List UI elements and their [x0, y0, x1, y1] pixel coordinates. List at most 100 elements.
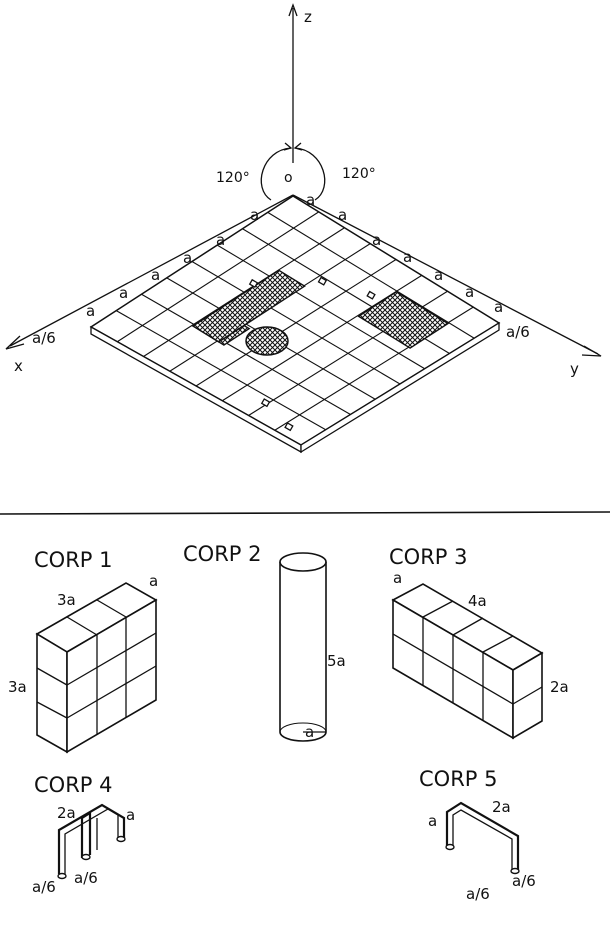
placed-bodies-footprints	[191, 269, 450, 349]
body-1-height-label: 3a	[8, 678, 27, 696]
y-edge-unit-label: a	[465, 283, 474, 301]
x-edge-unit-label: a	[250, 206, 259, 224]
y-corner-offset-label: a/6	[506, 323, 530, 341]
angle-left-label: 120°	[216, 170, 250, 186]
staple-inner-edge	[64, 808, 119, 877]
y-axis-arrow-icon	[581, 345, 602, 357]
right-angle-arc	[294, 147, 326, 201]
body-3-title: CORP 3	[389, 545, 467, 569]
staple-front-rail	[57, 803, 126, 874]
origin-label: o	[284, 170, 293, 186]
body-3-grid-line	[452, 617, 484, 636]
body-5-thickness-label-2: a/6	[512, 872, 536, 890]
staple-5-rail	[445, 801, 520, 870]
body-2-height-label: 5a	[327, 652, 346, 670]
body-1-grid-line	[36, 701, 68, 719]
body-1-width-label: 3a	[57, 591, 76, 609]
cylinder-footprint	[245, 326, 289, 356]
x-axis-arrow-icon	[5, 335, 25, 350]
staple-5-inner-edge	[452, 809, 513, 872]
x-edge-unit-label: a	[183, 249, 192, 267]
cylinder-bottom-back	[279, 722, 327, 733]
cylinder-top	[279, 552, 327, 572]
staple-foot	[81, 853, 91, 861]
staple-foot	[57, 872, 67, 880]
right-angle-arrow-icon	[293, 142, 303, 151]
y-edge-unit-label: a	[372, 231, 381, 249]
body-2: CORP 2 5a a	[183, 542, 346, 742]
body-5-title: CORP 5	[419, 767, 497, 791]
body-1-grid-line	[96, 599, 127, 618]
body-5-thickness-label: a/6	[466, 885, 490, 903]
staple-5-foot	[510, 867, 520, 875]
staple-5-foot	[445, 843, 455, 851]
body-3-depth-label: a	[393, 569, 402, 587]
body-1-grid-line	[66, 665, 157, 719]
body-4-title: CORP 4	[34, 773, 112, 797]
x-corner-offset-label: a/6	[32, 329, 56, 347]
cylinder-body	[279, 562, 327, 742]
body-1: CORP 1 3a a 3a	[8, 548, 158, 754]
y-axis-line	[292, 194, 599, 355]
x-edge-unit-label: a	[151, 266, 160, 284]
angle-marks: o 120° 120°	[216, 142, 376, 201]
angle-right-label: 120°	[342, 166, 376, 182]
staple-foot	[116, 835, 126, 843]
body-1-grid-line	[36, 667, 68, 686]
body-3-width-label: 4a	[468, 592, 487, 610]
y-edge-unit-label: a	[403, 248, 412, 266]
left-angle-arrow-icon	[283, 142, 293, 151]
body-5-leg-label: a	[428, 812, 437, 830]
body-3-height-label: 2a	[550, 678, 569, 696]
z-axis-label: z	[304, 8, 312, 26]
grid-line	[115, 310, 327, 431]
axes: z x y	[5, 3, 602, 378]
x-axis-label: x	[14, 357, 23, 375]
plate-marker	[260, 398, 271, 408]
plate-front-right	[300, 321, 500, 454]
section-separator	[0, 511, 610, 515]
body-5: CORP 5 a 2a a/6 a/6	[419, 767, 536, 903]
corp-footprint	[357, 290, 450, 349]
x-edge-unit-label: a	[216, 231, 225, 249]
body-3-grid-line	[482, 635, 514, 653]
body-4-length-label: 2a	[57, 804, 76, 822]
y-edge-unit-label: a	[306, 191, 315, 209]
body-1-side-face	[36, 632, 68, 754]
body-3: CORP 3 a 4a 2a	[389, 545, 569, 740]
body-4-leg-label: a	[126, 806, 135, 824]
corp-footprint	[191, 269, 306, 343]
staple-second-leg	[80, 811, 92, 858]
body-3-grid-line	[512, 686, 543, 705]
x-edge-unit-label: a	[86, 302, 95, 320]
body-4-thickness-label-2: a/6	[74, 869, 98, 887]
y-axis-label: y	[570, 360, 579, 378]
plate-marker	[366, 290, 376, 300]
y-edge-unit-label: a	[494, 298, 503, 316]
plate-markers	[248, 276, 376, 432]
x-axis-line	[9, 194, 294, 347]
body-2-radius-label: a	[305, 723, 314, 741]
z-axis-arrow-icon	[288, 3, 298, 17]
body-4: CORP 4 2a a a/6 a/6	[32, 773, 135, 896]
base-plate	[89, 195, 501, 454]
body-1-grid-line	[66, 616, 98, 636]
y-edge-unit-label: a	[434, 266, 443, 284]
x-edge-unit-label: a	[119, 284, 128, 302]
y-edge-unit-label: a	[338, 206, 347, 224]
body-5-length-label: 2a	[492, 798, 511, 816]
body-1-depth-label: a	[149, 572, 158, 590]
body-1-title: CORP 1	[34, 548, 112, 572]
plate-marker	[284, 422, 294, 432]
body-3-grid-line	[422, 600, 454, 618]
left-angle-arc	[260, 147, 292, 201]
grid-line	[195, 259, 397, 387]
plate-marker	[317, 276, 328, 286]
plate-marker	[248, 278, 259, 289]
body-4-thickness-label: a/6	[32, 878, 56, 896]
grid-line	[141, 293, 351, 415]
body-2-title: CORP 2	[183, 542, 261, 566]
